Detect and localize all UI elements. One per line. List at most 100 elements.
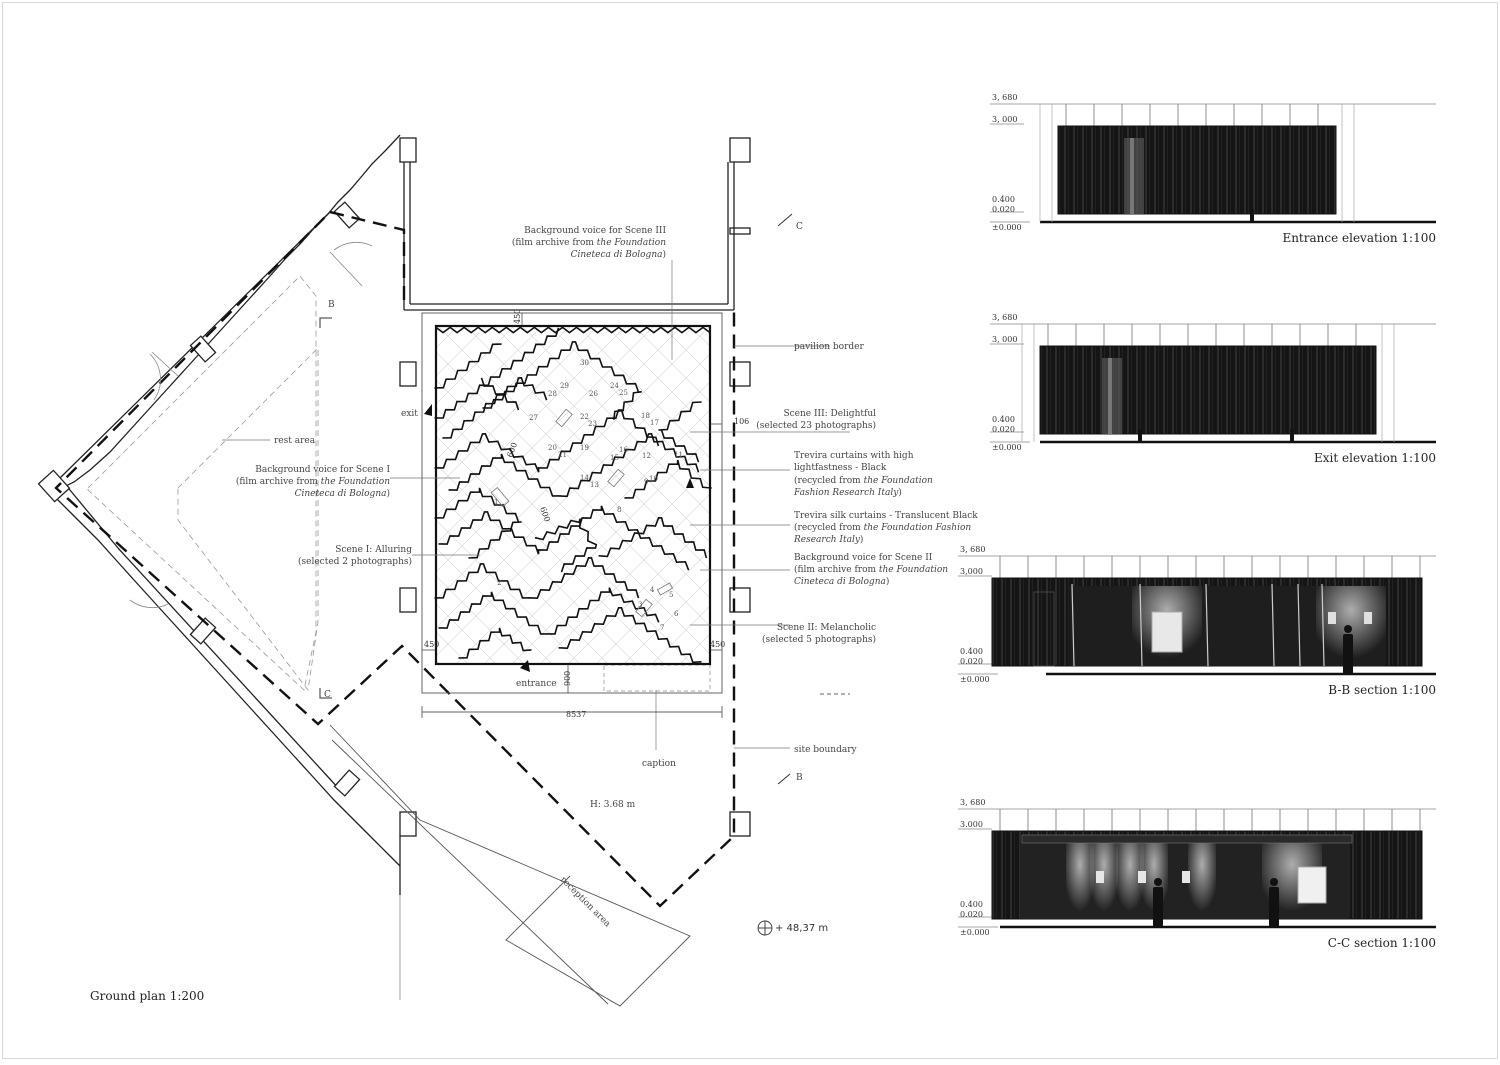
curtain-path <box>434 487 522 559</box>
svg-text:Cineteca di Bologna): Cineteca di Bologna) <box>571 249 666 260</box>
human-figure <box>1250 209 1254 222</box>
leader-lines <box>222 260 850 750</box>
level-label: 0.020 <box>960 657 983 666</box>
curtain-path <box>434 343 502 389</box>
curtain-path <box>534 518 598 573</box>
photo-number: 16 <box>619 446 628 454</box>
level-label: 0.400 <box>992 195 1015 204</box>
photo-number: 19 <box>580 444 589 452</box>
rest-area-label: rest area <box>274 436 316 446</box>
curtain-path <box>558 607 702 664</box>
photo-number: 9 <box>644 478 648 486</box>
annotation-voice-scene-2: Background voice for Scene II (film arch… <box>794 553 948 587</box>
curtain-path <box>480 377 520 411</box>
svg-text:Scene I: Alluring: Scene I: Alluring <box>335 545 412 555</box>
dimension-right-gap: 450 <box>710 640 725 649</box>
svg-text:Trevira silk curtains - Transl: Trevira silk curtains - Translucent Blac… <box>794 511 978 521</box>
curtain-path <box>482 341 642 420</box>
level-label: 0.020 <box>992 425 1015 434</box>
svg-text:(selected 23 photographs): (selected 23 photographs) <box>756 420 876 431</box>
photo-number: 22 <box>580 413 589 421</box>
reception-area-outline <box>329 724 691 1007</box>
level-label: 0.020 <box>992 205 1015 214</box>
curtain-path <box>598 516 708 559</box>
human-figure <box>1153 878 1163 927</box>
site-boundary <box>54 210 736 908</box>
photo-number: 15 <box>610 454 619 462</box>
level-label: 3.000 <box>960 820 983 829</box>
annotation-voice-scene-1: Background voice for Scene I (film archi… <box>236 465 391 499</box>
annotation-curtains-black: Trevira curtains with high lightfastness… <box>793 451 933 498</box>
dimension-left-gap: 450 <box>424 640 439 649</box>
curtain-body <box>1057 125 1337 215</box>
dimension-side-gap: 106 <box>734 417 749 426</box>
curtain-path <box>458 627 532 659</box>
photo-number: 29 <box>560 382 569 390</box>
photo-number: 20 <box>548 444 557 452</box>
level-label: ±0.000 <box>960 675 990 684</box>
svg-text:Fashion Research Italy): Fashion Research Italy) <box>793 487 902 498</box>
human-figure <box>1290 429 1294 442</box>
svg-text:Background voice for Scene II: Background voice for Scene II <box>794 553 933 563</box>
level-label: 0.400 <box>960 900 983 909</box>
rest-area <box>87 275 319 691</box>
svg-text:Trevira curtains with high: Trevira curtains with high <box>794 451 914 461</box>
pavilion-border <box>421 312 723 694</box>
photo-number: 2 <box>497 579 501 587</box>
caption-label: caption <box>642 759 676 769</box>
photo-number: 28 <box>548 390 557 398</box>
photo-number: 17 <box>650 419 659 427</box>
elevation-title: B-B section 1:100 <box>1328 683 1436 697</box>
section-c-marker-bottom: C <box>324 690 331 700</box>
height-label: H: 3.68 m <box>590 800 636 810</box>
level-label: 3, 000 <box>992 115 1017 124</box>
curtain-path <box>434 556 640 600</box>
human-figure <box>1138 429 1142 442</box>
annotation-scene-1: Scene I: Alluring (selected 2 photograph… <box>298 545 412 567</box>
svg-text:(film archive from the Foundat: (film archive from the Foundation <box>512 237 666 248</box>
level-label: ±0.000 <box>960 928 990 937</box>
photo-number: 12 <box>642 452 651 460</box>
svg-text:(recycled from the Foundation: (recycled from the Foundation Fashion <box>794 522 971 533</box>
svg-text:(selected 5 photographs): (selected 5 photographs) <box>762 634 876 645</box>
curtain-path <box>438 587 660 635</box>
elevation-mark-symbol <box>757 920 773 936</box>
curtain-path <box>624 459 712 499</box>
section-c-marker-top: C <box>796 222 803 232</box>
level-label: ±0.000 <box>992 223 1022 232</box>
svg-text:Background voice for Scene III: Background voice for Scene III <box>524 226 666 236</box>
elevation-title: Exit elevation 1:100 <box>1314 451 1436 465</box>
level-label: 3, 680 <box>992 313 1017 322</box>
courtyard-walls <box>399 162 735 1000</box>
photo-number: 3 <box>638 601 642 609</box>
svg-text:Scene III: Delightful: Scene III: Delightful <box>783 409 876 419</box>
annotation-voice-scene-3: Background voice for Scene III (film arc… <box>512 226 667 260</box>
svg-text:(film archive from the Foundat: (film archive from the Foundation <box>236 476 390 487</box>
human-figure <box>1269 878 1279 927</box>
photo-number: 8 <box>617 506 621 514</box>
dimension-lines <box>421 313 850 718</box>
photo-number: 1 <box>494 498 498 506</box>
level-label: 3, 680 <box>960 545 985 554</box>
photo-number: 11 <box>674 451 683 459</box>
photo-number: 7 <box>660 624 664 632</box>
curtain-paths <box>434 326 712 664</box>
level-label: 3, 000 <box>992 335 1017 344</box>
photo-number: 23 <box>588 420 597 428</box>
curtain-path <box>448 432 700 498</box>
annotation-scene-3: Scene III: Delightful (selected 23 photo… <box>756 409 876 431</box>
photo-number: 21 <box>558 451 567 459</box>
photo-number: 30 <box>580 359 589 367</box>
section-b-marker-top: B <box>328 300 335 310</box>
level-label: 0.020 <box>960 910 983 919</box>
photo-number: 14 <box>580 474 589 482</box>
svg-text:Research Italy): Research Italy) <box>793 534 863 545</box>
elevation-title: C-C section 1:100 <box>1328 936 1436 950</box>
